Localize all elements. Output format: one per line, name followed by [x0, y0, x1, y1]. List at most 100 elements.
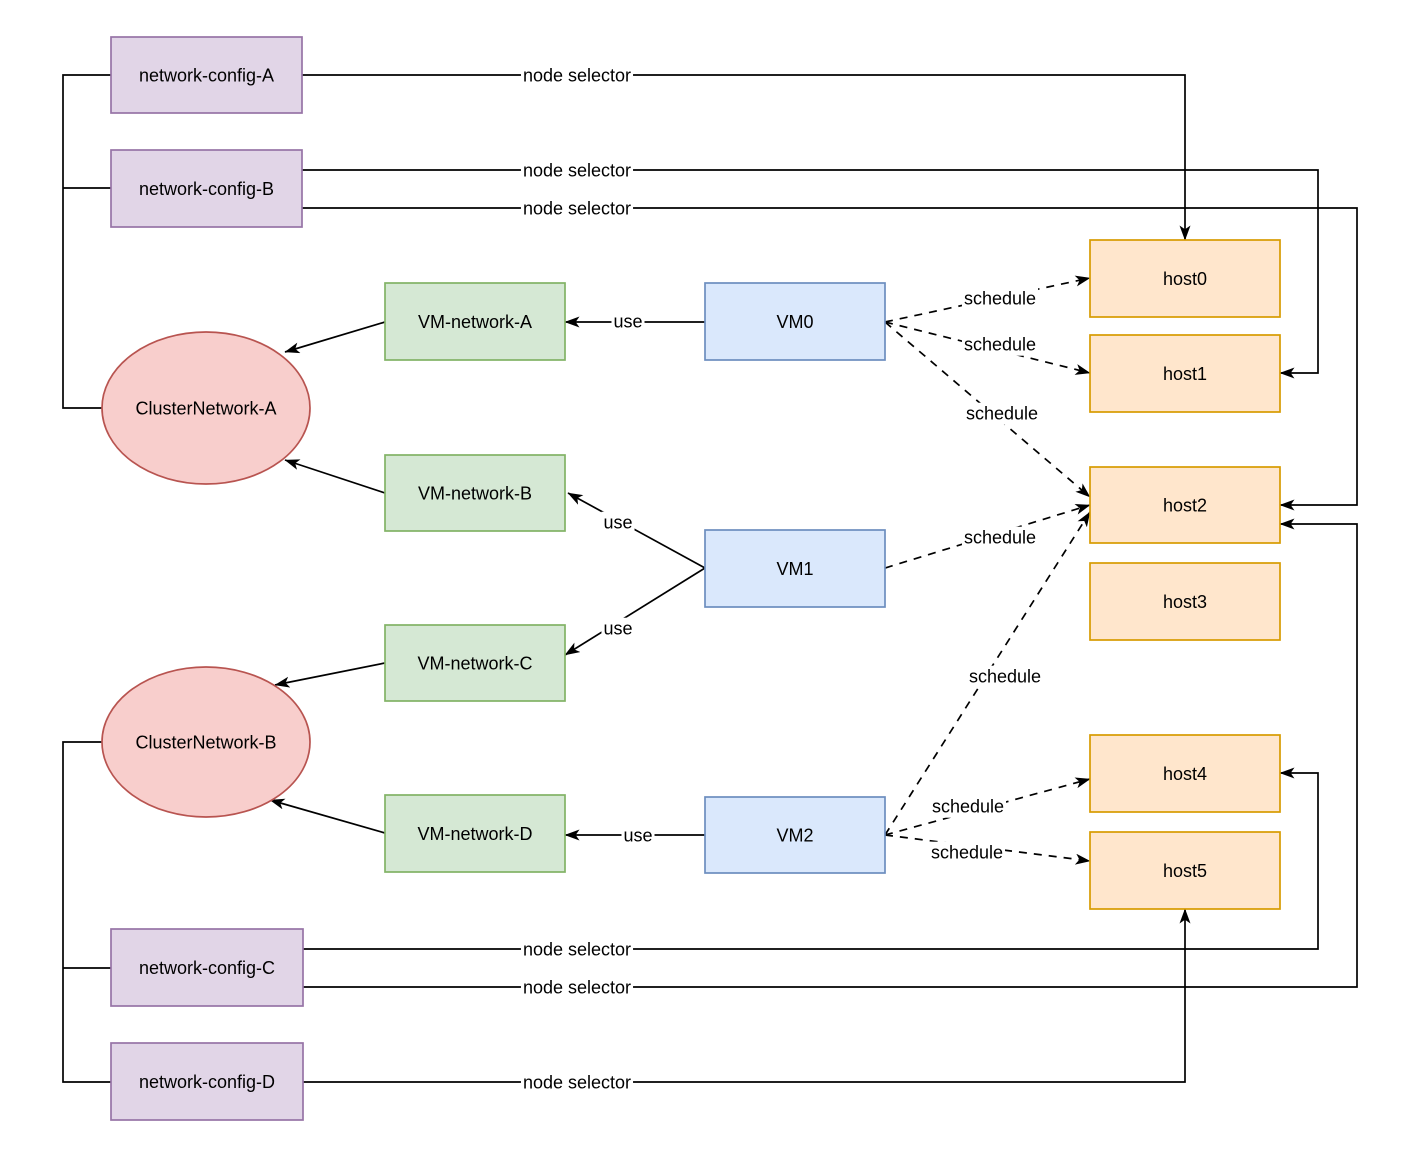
VM0-shape	[704, 282, 886, 361]
VM1-shape	[704, 529, 886, 608]
edge-label-use-vm2-netD: use	[623, 826, 652, 846]
node-network-config-C: network-config-C	[110, 928, 304, 1007]
node-host2: host2	[1089, 466, 1281, 544]
edge-ns-configA-host0	[302, 74, 1191, 241]
edge-label-ns-configC-host2: node selector	[523, 978, 631, 998]
VM2-label: VM2	[776, 826, 813, 846]
edge-label-bg-sched-vm2-host4	[929, 795, 1007, 818]
network-config-D-shape	[110, 1042, 304, 1121]
edge-ns-configC-host2	[302, 518, 1358, 988]
edge-label-bg-sched-vm2-host2	[966, 665, 1044, 688]
node-VM-network-B: VM-network-B	[384, 454, 566, 532]
edge-attach-netA-clusterA	[284, 321, 386, 354]
network-config-A-label: network-config-A	[139, 66, 274, 86]
node-layer: network-config-A network-config-B network-…	[101, 36, 1281, 1121]
VM-network-C-label: VM-network-C	[417, 654, 532, 674]
VM-network-D-shape	[384, 794, 566, 873]
host0-label: host0	[1163, 269, 1207, 289]
edge-label-bg-sched-vm0-host0	[961, 287, 1039, 310]
edge-sched-vm0-host0	[884, 275, 1091, 323]
edge-label-bg-use-vm1-netB	[601, 511, 635, 534]
host5-label: host5	[1163, 861, 1207, 881]
ClusterNetwork-B-label: ClusterNetwork-B	[135, 733, 276, 753]
ClusterNetwork-B-shape	[101, 666, 311, 818]
VM1-label: VM1	[776, 559, 813, 579]
ClusterNetwork-A-shape	[101, 331, 311, 485]
node-host4: host4	[1089, 734, 1281, 813]
edge-link-configA-clusterA	[62, 74, 111, 409]
edge-label-layer: node selector node selector node selector n…	[520, 64, 1044, 1094]
VM-network-D-label: VM-network-D	[417, 824, 532, 844]
VM-network-A-shape	[384, 282, 566, 361]
VM-network-B-shape	[384, 454, 566, 532]
node-host3: host3	[1089, 562, 1281, 641]
edge-link-clusterB-configD	[62, 741, 111, 1083]
edge-attach-netD-clusterB	[269, 798, 386, 834]
network-config-B-label: network-config-B	[139, 179, 274, 199]
VM-network-B-label: VM-network-B	[418, 484, 532, 504]
VM2-shape	[704, 796, 886, 874]
host5-shape	[1089, 831, 1281, 910]
host3-shape	[1089, 562, 1281, 641]
host1-label: host1	[1163, 364, 1207, 384]
edge-label-sched-vm1-host2: schedule	[964, 528, 1036, 548]
VM0-label: VM0	[776, 312, 813, 332]
node-network-config-B: network-config-B	[110, 149, 303, 228]
ClusterNetwork-A-label: ClusterNetwork-A	[135, 399, 276, 419]
edge-label-ns-configD-host5: node selector	[523, 1073, 631, 1093]
node-ClusterNetwork-B: ClusterNetwork-B	[101, 666, 311, 818]
node-host5: host5	[1089, 831, 1281, 910]
edge-label-bg-ns-configC-host4	[520, 938, 634, 961]
node-VM-network-A: VM-network-A	[384, 282, 566, 361]
edge-label-bg-use-vm0-netA	[611, 310, 645, 333]
edge-label-use-vm1-netC: use	[603, 619, 632, 639]
edge-sched-vm2-host2	[884, 511, 1091, 836]
edge-label-bg-ns-configD-host5	[520, 1071, 634, 1094]
network-config-B-shape	[110, 149, 303, 228]
edge-label-bg-sched-vm0-host2	[963, 402, 1041, 425]
host0-shape	[1089, 239, 1281, 318]
edge-attach-netC-clusterB	[274, 662, 386, 688]
VM-network-A-label: VM-network-A	[418, 312, 532, 332]
host4-shape	[1089, 734, 1281, 813]
edge-use-vm1-netC	[564, 567, 706, 656]
edge-label-sched-vm0-host2: schedule	[966, 404, 1038, 424]
edge-label-ns-configA-host0: node selector	[523, 66, 631, 86]
network-config-D-label: network-config-D	[139, 1072, 275, 1092]
edge-label-ns-configB-host1: node selector	[523, 161, 631, 181]
edge-label-bg-ns-configB-host2	[520, 197, 634, 220]
node-host0: host0	[1089, 239, 1281, 318]
node-VM-network-D: VM-network-D	[384, 794, 566, 873]
host3-label: host3	[1163, 592, 1207, 612]
edge-label-ns-configB-host2: node selector	[523, 199, 631, 219]
edge-sched-vm2-host5	[884, 834, 1091, 865]
node-network-config-D: network-config-D	[110, 1042, 304, 1121]
network-config-C-label: network-config-C	[139, 958, 275, 978]
edge-label-sched-vm2-host4: schedule	[932, 797, 1004, 817]
node-VM-network-C: VM-network-C	[384, 624, 566, 702]
edge-label-use-vm1-netB: use	[603, 513, 632, 533]
host4-label: host4	[1163, 764, 1207, 784]
edge-label-sched-vm2-host2: schedule	[969, 667, 1041, 687]
edge-label-bg-sched-vm1-host2	[961, 526, 1039, 549]
edge-layer	[62, 74, 1358, 1083]
edge-ns-configB-host1	[302, 169, 1319, 379]
host2-label: host2	[1163, 496, 1207, 516]
edge-label-bg-use-vm2-netD	[621, 824, 655, 847]
node-network-config-A: network-config-A	[110, 36, 303, 114]
host1-shape	[1089, 334, 1281, 413]
edge-ns-configB-host2	[302, 207, 1358, 511]
network-config-C-shape	[110, 928, 304, 1007]
edge-label-bg-use-vm1-netC	[601, 617, 635, 640]
edge-label-sched-vm0-host0: schedule	[964, 289, 1036, 309]
edge-label-bg-ns-configA-host0	[520, 64, 634, 87]
edge-label-bg-ns-configC-host2	[520, 976, 634, 999]
edge-label-bg-sched-vm2-host5	[928, 841, 1006, 864]
node-VM2: VM2	[704, 796, 886, 874]
host2-shape	[1089, 466, 1281, 544]
edge-label-sched-vm0-host1: schedule	[964, 335, 1036, 355]
edge-label-use-vm0-netA: use	[613, 312, 642, 332]
edge-label-bg-ns-configB-host1	[520, 159, 634, 182]
network-config-A-shape	[110, 36, 303, 114]
